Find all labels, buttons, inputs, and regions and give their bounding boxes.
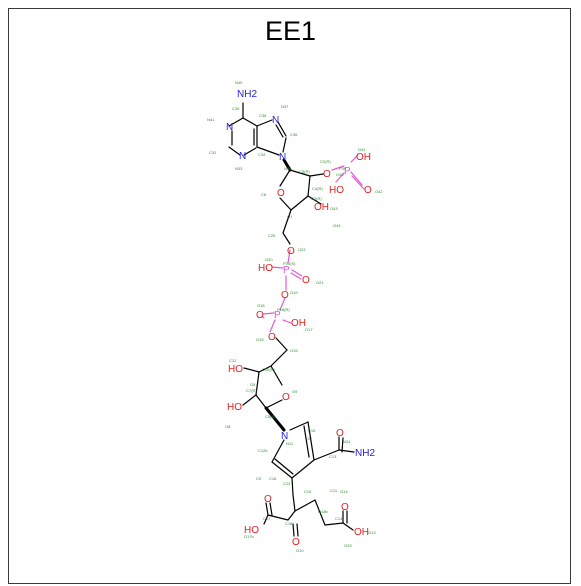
ribose-oxygen-label: O [277,188,285,199]
atom-index: O17b [244,534,255,539]
purine-n-label: N [226,122,233,133]
amine-label: NH2 [237,89,257,100]
atom-index: C25 [268,233,276,238]
purine-n-label: N [272,115,279,126]
atom-index: O8 [225,424,231,429]
atom-index: O19 [290,290,298,295]
hydroxyl-label: HO [228,364,243,375]
atom-index: C3(R) [311,196,322,201]
atom-index: O16 [256,337,264,342]
atom-index: N34 [284,166,292,171]
ester-oxygen-label: O [268,332,276,343]
atom-index: C2(R) [320,159,331,164]
atom-index: C9 [256,476,262,481]
hydroxyl-label: OH [291,318,306,329]
hydroxyl-label: OH [356,152,371,163]
figure-frame [8,8,571,584]
double-bond-oxygen-label: O [256,310,264,321]
atom-index: P20(S) [283,261,296,266]
atom-index: O22 [298,247,306,252]
atom-index: O39 [336,172,344,177]
atom-index: C17 [263,516,271,521]
hydroxyl-label: OH [354,527,369,538]
pyridinium-n-label: N [281,431,288,442]
atom-index: C15 [308,428,316,433]
hydroxyl-label: OH [314,202,329,213]
atom-index: C21 [305,436,313,441]
atom-index: C32 [209,150,217,155]
atom-index: C39 [232,106,240,111]
atom-index: P18(R) [277,307,290,312]
purine-n-label: N [279,152,286,163]
bridge-oxygen-label: O [281,290,289,301]
atom-index: O20 [265,257,273,262]
atom-index: O42 [375,189,383,194]
atom-index: C12 [229,358,237,363]
atom-index: O43 [330,206,338,211]
atom-index: P39 [339,166,347,171]
atom-index: O21 [316,280,324,285]
atom-index: O14 [340,489,348,494]
atom-index: N11 [286,441,294,446]
hydroxyl-label: HO [244,525,259,536]
atom-index: C11 [330,488,338,493]
atom-index: O10 [296,548,304,553]
atom-index: C6 [261,192,267,197]
atom-index: C34 [258,152,266,157]
atom-index: O18b [318,509,329,514]
hydroxyl-label: HO [227,402,242,413]
atom-index: C36 [290,132,298,137]
phosphate-oxygen-label: O [323,169,331,180]
atom-index: O5 [250,382,256,387]
atom-index: C18 [285,521,293,526]
atom-index: O9 [292,389,298,394]
atom-index: O17 [305,327,313,332]
atom-index: O44 [333,223,341,228]
phosphorus-label: P [344,166,351,177]
atom-index: C10(R) [262,367,276,372]
atom-index: O1 [287,214,293,219]
atom-index: N24 [343,439,351,444]
atom-index: N33 [235,166,243,171]
carbonyl-oxygen-label: O [264,494,272,505]
atom-index: C19 [304,489,312,494]
phosphorus-label: P [274,310,281,321]
amide-oxygen-label: O [336,428,344,439]
hydroxyl-label: HO [329,185,344,196]
atom-index: N40 [235,80,243,85]
atom-index: O15 [290,348,298,353]
atom-index: C38 [259,113,267,118]
double-bond-oxygen-label: O [364,185,372,196]
carbonyl-oxygen-label: O [341,502,349,513]
atom-index: C5(R) [299,169,310,174]
atom-index: C5(S) [265,414,276,419]
atom-index: C7(R) [246,388,257,393]
atom-index: O23 [344,543,352,548]
atom-index: N37 [281,104,289,109]
bond-lines [228,102,365,537]
ester-oxygen-label: O [287,246,295,257]
atom-index: C14 [335,516,343,521]
atom-index: C22 [283,481,291,486]
atom-index: C4(R) [312,186,323,191]
atom-index: O13 [368,530,376,535]
atom-index: C16 [269,476,277,481]
purine-n-label: N [239,151,246,162]
amide-nh2-label: NH2 [355,448,375,459]
molecule-title: EE1 [264,16,317,46]
atom-index: O41 [358,147,366,152]
hydroxyl-label: HO [258,263,273,274]
phosphorus-label: P [283,265,290,276]
ribose-oxygen-label: O [282,392,290,403]
atom-index: O18 [257,303,265,308]
double-bond-oxygen-label: O [302,275,310,286]
atom-index: C12b [258,448,268,453]
atom-index: C13 [329,454,337,459]
atom-index: N41 [207,117,215,122]
carbonyl-oxygen-label: O [292,537,300,548]
